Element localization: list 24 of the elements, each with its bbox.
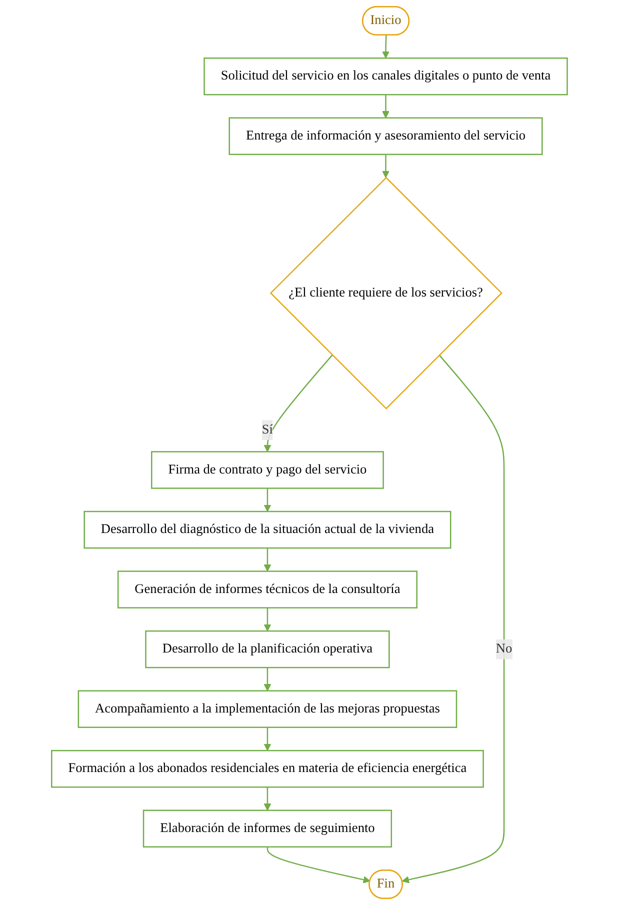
arrow xyxy=(264,548,272,572)
arrow xyxy=(264,787,272,811)
arrow xyxy=(382,94,390,118)
arrow xyxy=(264,727,272,751)
node-box: Acompañamiento a la implementación de las mejoras propuestas xyxy=(78,690,458,728)
node-box: Solicitud del servicio en los canales digitales o punto de venta xyxy=(204,58,568,96)
node-box: Desarrollo de la planificación operativa xyxy=(145,630,390,668)
arrow xyxy=(264,608,272,632)
node-box: Desarrollo del diagnóstico de la situación actual de la vivienda xyxy=(84,510,452,549)
node-box: Entrega de información y asesoramiento del servicio xyxy=(228,117,543,156)
arrow xyxy=(264,488,272,512)
arrow xyxy=(264,668,272,692)
arrow xyxy=(266,846,370,884)
node-box: Generación de informes técnicos de la consultoría xyxy=(118,570,418,608)
edge-label: Sí xyxy=(262,422,274,437)
edge-label: No xyxy=(496,642,512,656)
node-box: Elaboración de informes de seguimiento xyxy=(142,810,392,848)
arrow xyxy=(382,35,390,58)
arrow xyxy=(382,154,390,178)
arrow xyxy=(402,354,505,884)
node-box: Formación a los abonados residenciales en materia de eficiencia energética xyxy=(51,750,484,788)
node-box: Firma de contrato y pago del servicio xyxy=(151,451,384,489)
node-diamond: ¿El cliente requiere de los servicios? xyxy=(270,176,503,410)
arrow xyxy=(264,354,333,452)
